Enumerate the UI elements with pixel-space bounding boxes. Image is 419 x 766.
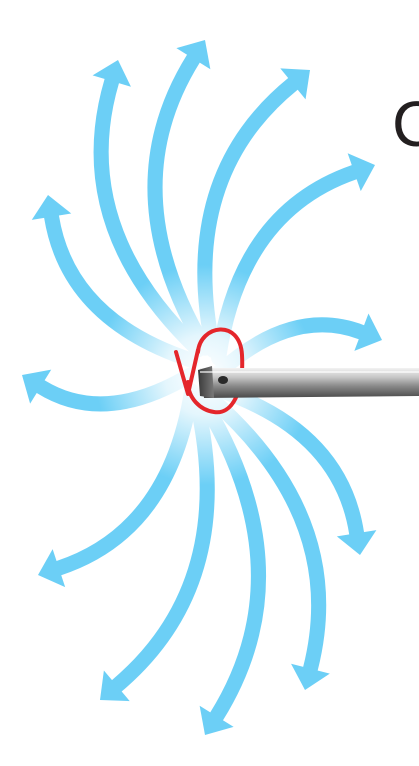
flow-arrow-9	[59, 391, 192, 568]
flow-arrow-10	[41, 375, 191, 404]
partial-title-letter: C	[392, 92, 419, 156]
probe-shaft	[198, 366, 419, 398]
flow-arrowhead-11	[32, 195, 71, 220]
flow-arrow-7	[205, 404, 258, 717]
flow-arrowhead-5	[337, 530, 377, 555]
flow-arrow-8	[117, 401, 207, 686]
